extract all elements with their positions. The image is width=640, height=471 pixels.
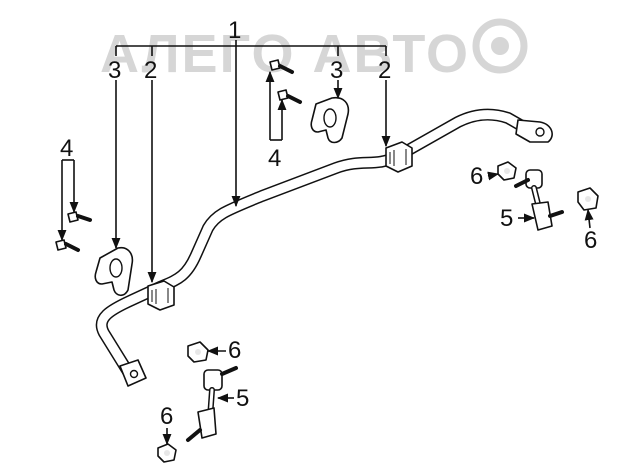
- nut-lower-left: [157, 443, 177, 463]
- callout-6-a: 6: [470, 163, 483, 190]
- callout-3-right: 3: [330, 57, 343, 84]
- callout-6-d: 6: [160, 403, 173, 430]
- watermark-text: АЛЕГО АВТО: [100, 24, 470, 84]
- bushing-right: [385, 141, 413, 173]
- link-rod-right: [514, 169, 564, 231]
- callout-4-left: 4: [60, 135, 73, 162]
- link-rod-left: [186, 366, 238, 442]
- bolt-left-lower: [55, 239, 80, 252]
- bolt-left-upper: [67, 211, 92, 223]
- bar-end-left: [119, 359, 147, 387]
- bracket-right: [310, 96, 350, 144]
- leader-lines: [57, 40, 594, 446]
- callout-6-c: 6: [228, 337, 241, 364]
- callout-5-left: 5: [236, 385, 249, 412]
- bracket-left: [94, 246, 134, 297]
- callout-1: 1: [228, 17, 241, 44]
- watermark-logo: АЛЕГО АВТО: [100, 18, 528, 84]
- nut-upper-right-b: [577, 187, 599, 211]
- callout-2-left: 2: [144, 57, 157, 84]
- watermark-gear-icon: [472, 18, 528, 74]
- callout-4-right: 4: [268, 145, 281, 172]
- stabilizer-bar: [95, 108, 553, 387]
- nut-upper-right-a: [497, 161, 517, 181]
- bolt-right-lower: [277, 89, 302, 104]
- callout-3-left: 3: [108, 57, 121, 84]
- bolt-right-upper: [269, 59, 294, 74]
- bushing-left: [147, 280, 175, 311]
- callout-2-right: 2: [378, 57, 391, 84]
- nut-mid-left: [187, 341, 209, 363]
- callout-labels: 1 3 2 3 2 4 4 6 5 6 6 5 6: [60, 17, 597, 430]
- callout-6-b: 6: [584, 227, 597, 254]
- callout-5-right: 5: [500, 205, 513, 232]
- bar-end-right: [515, 119, 553, 143]
